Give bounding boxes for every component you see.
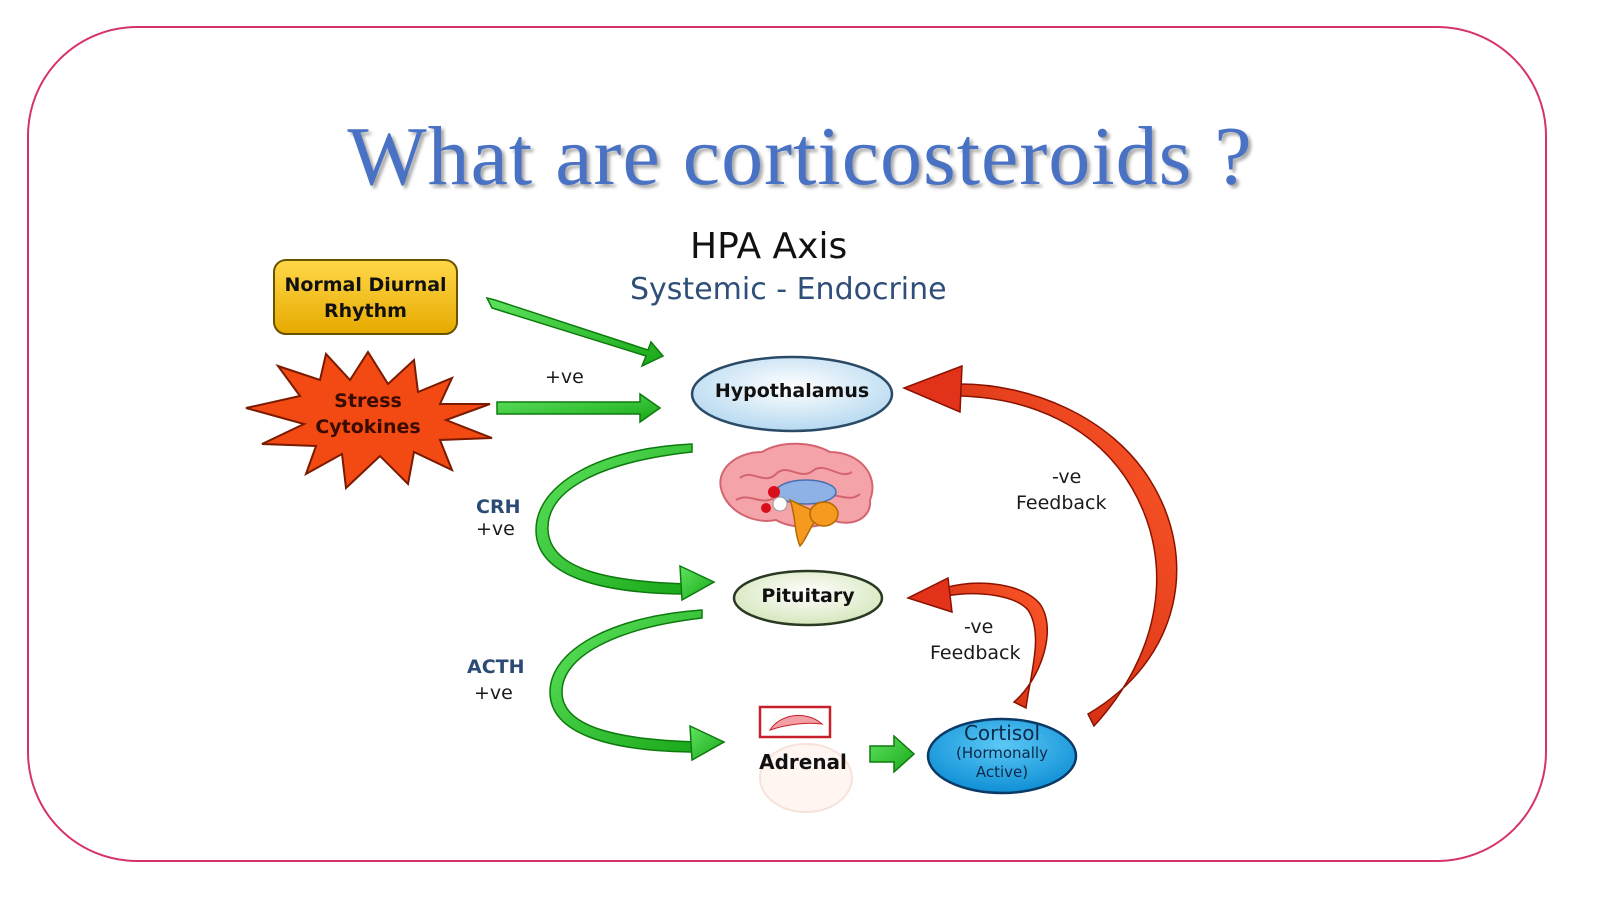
hypothalamus-feedback-word-label: Feedback [1016,492,1107,514]
normal-diurnal-rhythm-box [273,259,458,335]
cortisol-note-line2: Active) [975,763,1029,781]
hypothalamus-label: Hypothalamus [714,380,870,402]
crh-label: CRH [476,496,521,518]
cortisol-node [926,717,1078,795]
adrenal-to-cortisol-arrow [869,734,916,774]
pituitary-feedback-sign-label: -ve [964,616,994,638]
cortisol-to-hypothalamus-feedback-arrow [901,364,1178,728]
pituitary-node [732,569,884,627]
stress-cytokines-burst [245,350,493,491]
crh-positive-label: +ve [476,518,515,540]
acth-positive-label: +ve [474,682,513,704]
adrenal-gland-icon [758,705,853,813]
pituitary-label: Pituitary [761,585,855,607]
stress-cytokines-label: Stress Cytokines [315,390,421,438]
diagram-title: HPA Axis [690,226,848,267]
pituitary-feedback-word-label: Feedback [930,642,1021,664]
rhythm-to-hypothalamus-arrow [485,296,665,368]
cortisol-to-pituitary-feedback-arrow [906,576,1049,710]
acth-arrow [549,609,726,762]
slide-title: What are corticosteroids ? [347,110,1253,203]
cortisol-note-line1: (Hormonally [956,744,1048,762]
hypothalamus-feedback-sign-label: -ve [1052,466,1082,488]
slide-frame [27,26,1547,862]
stress-positive-label: +ve [545,366,584,388]
hypothalamus-node [690,355,894,433]
adrenal-label: Adrenal [759,750,847,774]
acth-label: ACTH [467,656,525,678]
crh-arrow [535,443,716,602]
cortisol-name: Cortisol [963,721,1041,745]
cortisol-label: Cortisol (Hormonally Active) [928,722,1076,782]
diagram-subtitle: Systemic - Endocrine [630,272,947,307]
stress-to-hypothalamus-arrow [496,392,662,424]
brain-icon [719,442,874,548]
normal-diurnal-rhythm-label: Normal Diurnal Rhythm [284,274,447,322]
